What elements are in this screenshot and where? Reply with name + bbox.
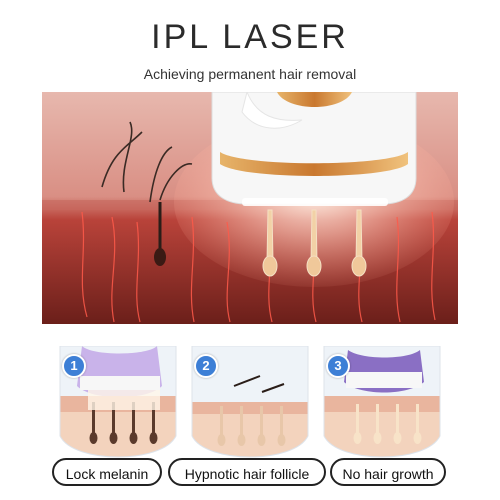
- page-subtitle: Achieving permanent hair removal: [143, 66, 357, 82]
- step-1-label: Lock melanin: [52, 458, 162, 486]
- step-3-illustration: 3: [316, 346, 448, 464]
- step-2-label: Hypnotic hair follicle: [168, 458, 326, 486]
- page-title: IPL LASER: [151, 18, 349, 56]
- step-3-badge: 3: [326, 354, 350, 378]
- hero-illustration: [42, 92, 458, 324]
- hair-follicles: [81, 202, 436, 323]
- step-2-illustration: 2: [184, 346, 316, 464]
- step-2-badge: 2: [194, 354, 218, 378]
- step-3-label: No hair growth: [330, 458, 446, 486]
- step-1-illustration: 1: [52, 346, 184, 464]
- ipl-device: [211, 92, 417, 206]
- surface-hairs: [101, 121, 193, 203]
- step-1-badge: 1: [62, 354, 86, 378]
